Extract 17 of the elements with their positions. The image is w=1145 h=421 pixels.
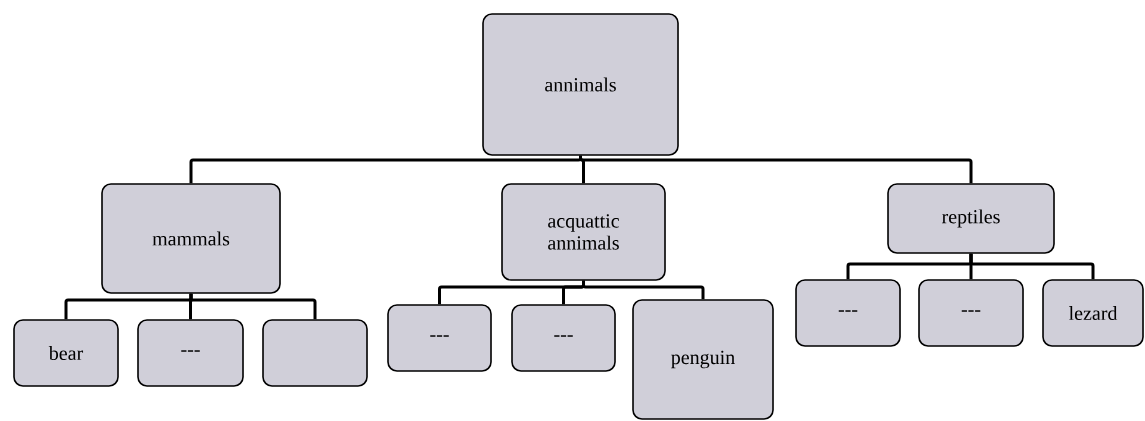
- category-box: mammals: [101, 183, 281, 294]
- category-box: ---: [918, 279, 1024, 347]
- category-box: ---: [511, 304, 616, 372]
- category-box: annimals: [482, 13, 679, 156]
- connector: [579, 155, 973, 184]
- category-box: ---: [387, 304, 492, 372]
- connector: [189, 155, 582, 184]
- category-box: lezard: [1042, 279, 1144, 347]
- category-box: reptiles: [887, 183, 1055, 254]
- category-box: ---: [795, 279, 901, 347]
- category-box: penguin: [632, 299, 774, 420]
- category-box: ---: [137, 319, 244, 387]
- category-box: acquattic annimals: [501, 183, 666, 281]
- connector: [969, 253, 1095, 280]
- category-box: bear: [13, 319, 119, 387]
- empty-box: [262, 319, 368, 387]
- connector: [582, 280, 705, 300]
